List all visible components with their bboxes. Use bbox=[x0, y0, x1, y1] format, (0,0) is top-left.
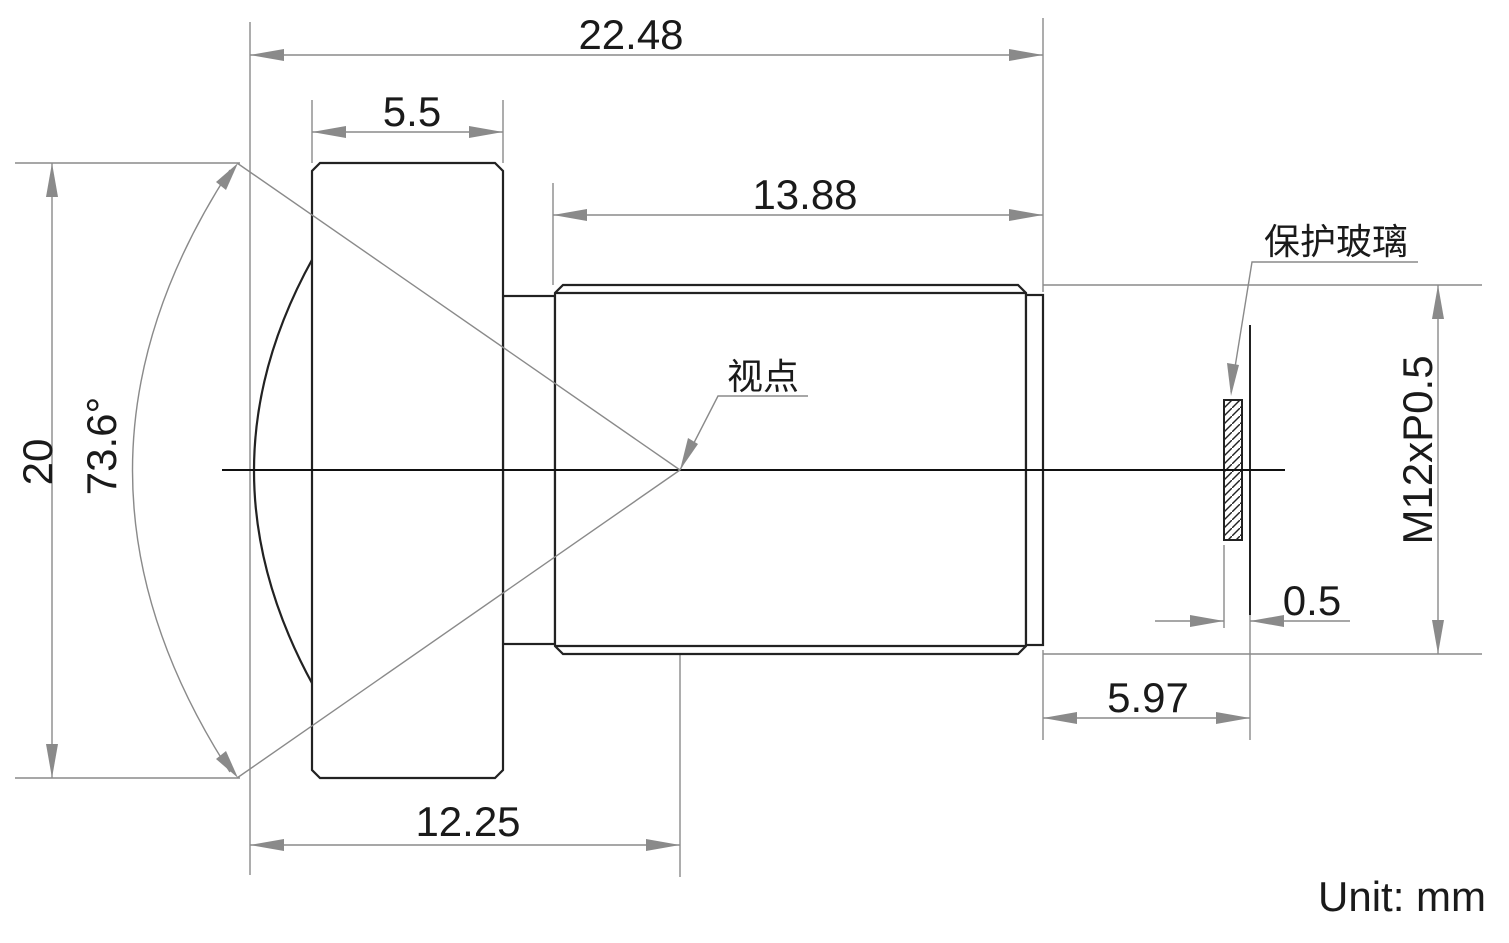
label-viewpoint: 视点 bbox=[727, 357, 799, 398]
unit-note: Unit: mm bbox=[1318, 873, 1486, 920]
leader-lines bbox=[679, 261, 1418, 471]
dim-viewpoint-distance: 12.25 bbox=[415, 798, 520, 845]
field-of-view-lines bbox=[131, 162, 681, 779]
label-protective-glass: 保护玻璃 bbox=[1264, 222, 1408, 263]
dim-glass-thickness: 0.5 bbox=[1283, 577, 1341, 624]
dim-back-focal: 5.97 bbox=[1107, 674, 1189, 721]
dim-diameter: 20 bbox=[14, 439, 61, 486]
dim-field-of-view: 73.6° bbox=[78, 397, 125, 496]
lens-body bbox=[252, 161, 1251, 780]
dim-thread-spec: M12xP0.5 bbox=[1394, 355, 1441, 544]
dim-overall-length: 22.48 bbox=[578, 11, 683, 58]
front-lens-dome bbox=[252, 257, 314, 686]
dimension-lines bbox=[46, 49, 1444, 851]
dim-front-flange: 5.5 bbox=[383, 88, 441, 135]
dim-barrel-length: 13.88 bbox=[752, 171, 857, 218]
